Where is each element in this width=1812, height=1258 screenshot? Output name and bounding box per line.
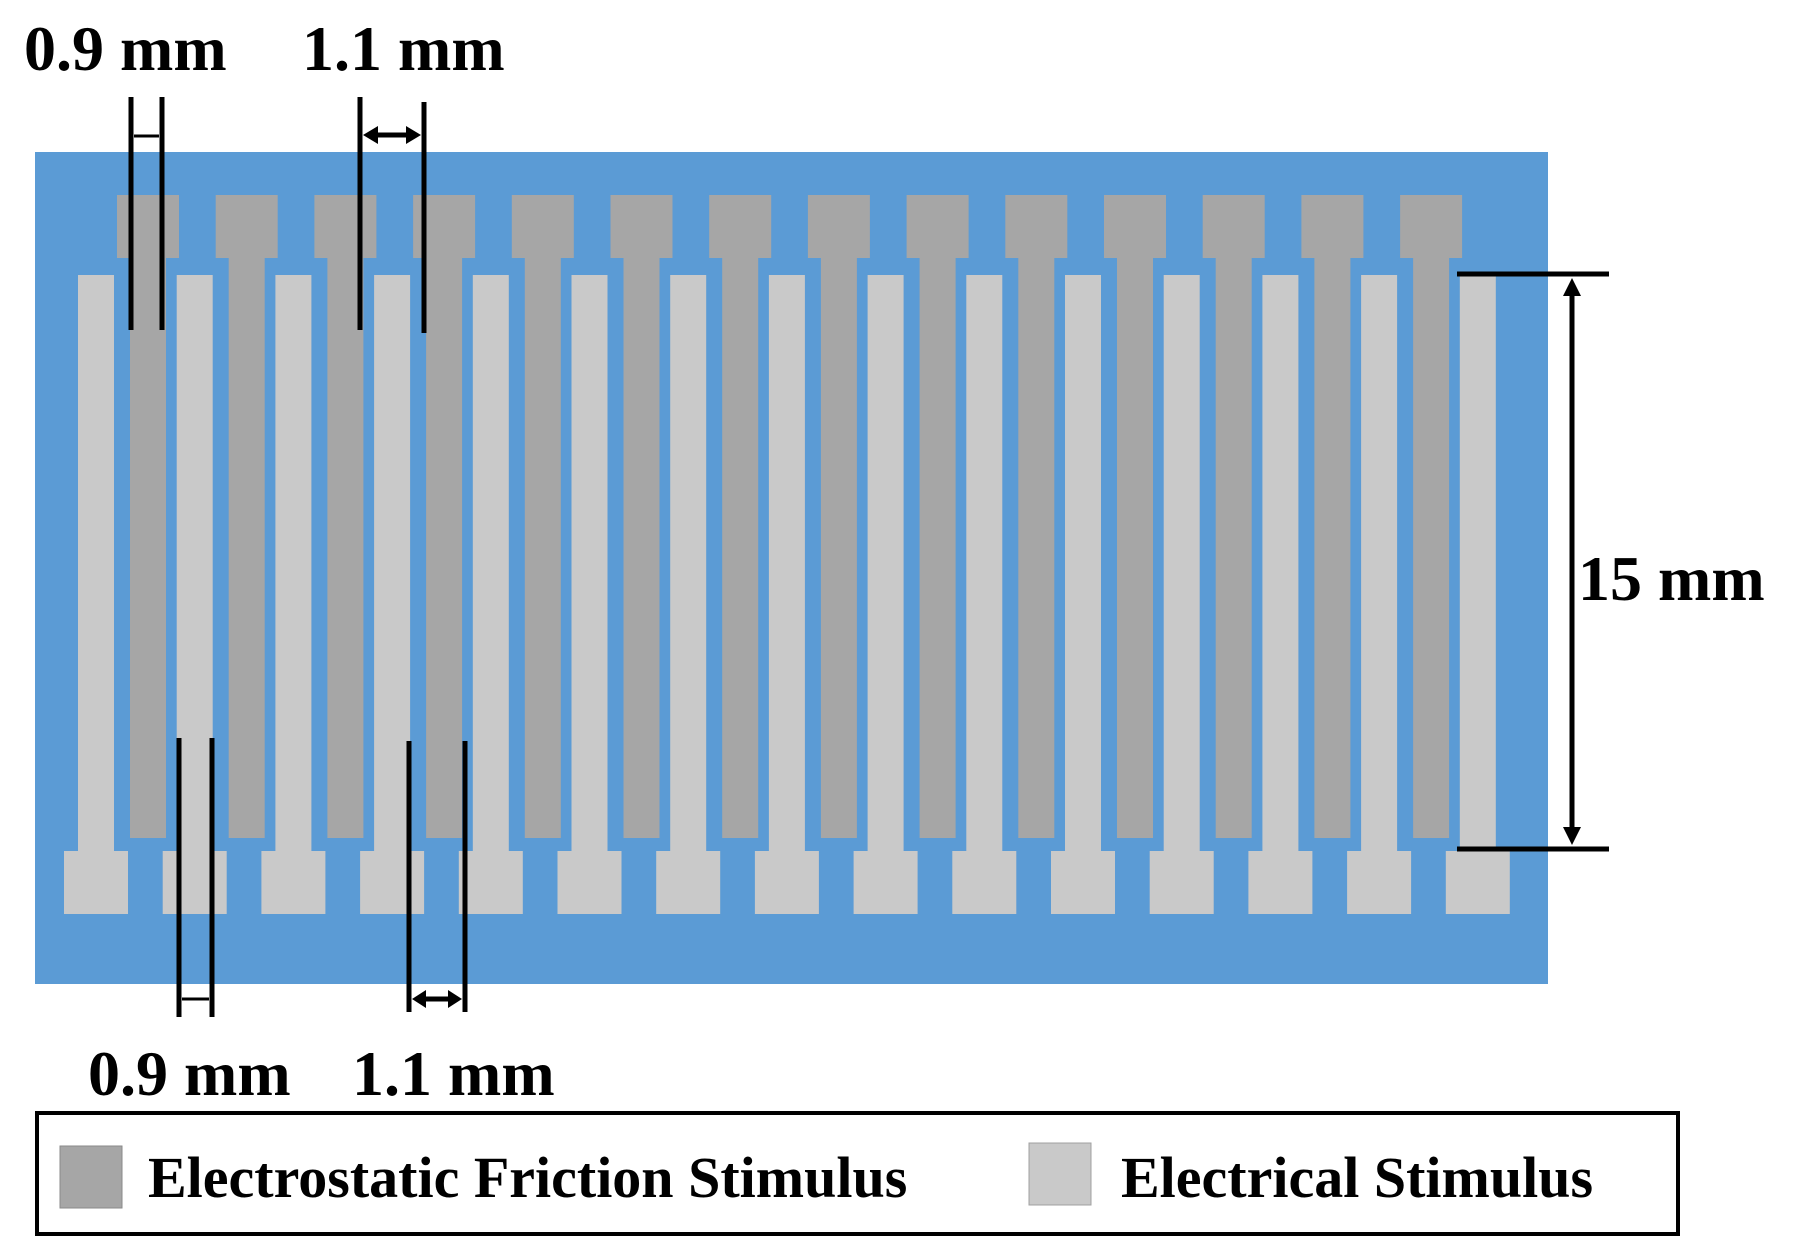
friction-electrode-pad [709,195,772,258]
legend-border [35,1111,1680,1236]
friction-electrode-stem [524,255,561,838]
electrical-electrode-group [64,275,1510,914]
friction-electrode-stem [327,255,364,838]
friction-electrode-pad [511,195,574,258]
electrical-electrode-stem [571,275,608,853]
legend-swatch-friction [59,1145,123,1209]
electrical-electrode-stem [472,275,509,853]
friction-electrode-pad [314,195,377,258]
arrowhead-right [406,126,421,144]
friction-electrode-stem [1018,255,1055,838]
arrowhead-up [1563,278,1581,296]
arrowhead-right [448,990,462,1008]
electrical-electrode-stem [768,275,805,853]
top-width-dimension [128,97,165,330]
electrical-electrode-stem [275,275,312,853]
friction-electrode-stem [130,255,166,838]
arrowhead-left [363,126,378,144]
electrical-electrode-pad [162,851,227,914]
height-label: 15 mm [1578,543,1765,614]
electrical-electrode-pad [1149,851,1214,914]
electrical-electrode-stem [1459,275,1496,853]
top-gap-dimension [357,97,427,333]
electrical-electrode-stem [374,275,411,853]
friction-electrode-pad [610,195,673,258]
electrical-electrode-pad [360,851,425,914]
friction-electrode-group [117,195,1463,838]
legend-label-electrical: Electrical Stimulus [1121,1145,1593,1210]
friction-electrode-pad [117,195,179,258]
friction-electrode-stem [228,255,265,838]
bottom-gap-dimension [406,741,468,1012]
electrical-electrode-pad [1248,851,1313,914]
friction-electrode-stem [623,255,660,838]
electrical-electrode-pad [656,851,721,914]
electrical-electrode-pad [1051,851,1115,914]
friction-electrode-stem [820,255,857,838]
electrical-electrode-pad [458,851,523,914]
friction-electrode-pad [807,195,870,258]
friction-electrode-pad [1104,195,1166,258]
friction-electrode-pad [1005,195,1068,258]
legend-swatch-electrical [1028,1142,1092,1206]
bottom-width-label: 0.9 mm [88,1038,291,1109]
arrowhead-down [1563,827,1581,845]
electrical-electrode-pad [64,851,128,914]
electrical-electrode-pad [1445,851,1510,914]
electrical-electrode-pad [261,851,326,914]
friction-electrode-stem [1314,255,1351,838]
electrical-electrode-pad [557,851,622,914]
legend-label-friction: Electrostatic Friction Stimulus [148,1145,907,1210]
height-dimension [1457,271,1609,852]
top-gap-label: 1.1 mm [302,13,505,84]
legend: Electrostatic Friction Stimulus Electric… [35,1111,1680,1236]
electrical-electrode-stem [176,275,213,853]
friction-electrode-pad [906,195,969,258]
arrowhead-left [412,990,426,1008]
electrical-electrode-stem [1065,275,1101,853]
bottom-gap-label: 1.1 mm [352,1038,555,1109]
friction-electrode-stem [1215,255,1252,838]
electrical-electrode-stem [78,275,114,853]
electrical-electrode-stem [1163,275,1200,853]
top-width-label: 0.9 mm [24,13,227,84]
electrical-electrode-pad [1347,851,1412,914]
friction-electrode-pad [1301,195,1364,258]
electrical-electrode-pad [754,851,819,914]
friction-electrode-stem [722,255,759,838]
electrical-electrode-stem [1361,275,1398,853]
electrical-electrode-pad [853,851,918,914]
friction-electrode-stem [1413,255,1450,838]
electrical-electrode-pad [952,851,1017,914]
friction-electrode-stem [919,255,956,838]
electrical-electrode-stem [1262,275,1299,853]
friction-electrode-pad [1400,195,1463,258]
electrical-electrode-stem [670,275,707,853]
friction-electrode-pad [215,195,278,258]
friction-electrode-stem [426,255,463,838]
bottom-width-dimension [176,738,215,1017]
friction-electrode-pad [1202,195,1265,258]
friction-electrode-stem [1117,255,1153,838]
electrical-electrode-stem [867,275,904,853]
electrical-electrode-stem [966,275,1003,853]
